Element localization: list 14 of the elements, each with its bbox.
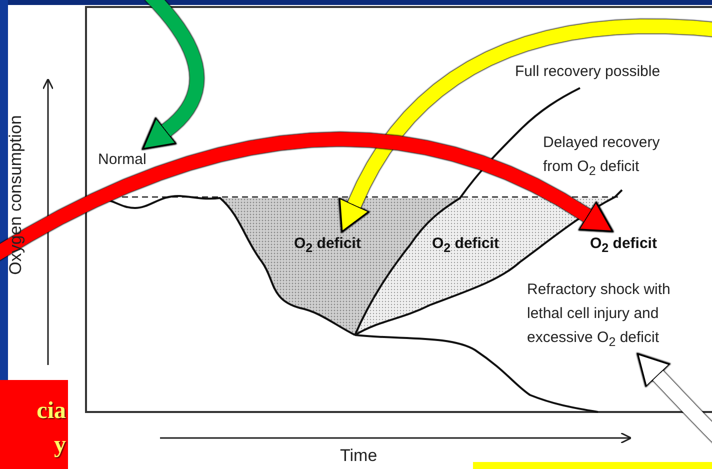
region-label: O$_{2}$ deficit <box>590 234 658 257</box>
title-fragment: cia <box>36 398 66 425</box>
region-label: O$_{2}$ deficit <box>432 234 500 257</box>
block-arrow <box>0 132 614 261</box>
block-arrow <box>142 0 204 150</box>
region-label: O$_{2}$ deficit <box>294 234 362 257</box>
block-arrow <box>338 19 712 232</box>
curve-label: Refractory shock with lethal cell injury and excessive O$_{2}$ deficit <box>527 280 672 351</box>
curve-label: Delayed recovery from O$_{2}$ deficit <box>543 133 661 180</box>
curve-label: Full recovery possible <box>515 62 662 82</box>
axis-title: Time <box>340 446 378 466</box>
curve-label: Normal <box>98 150 148 170</box>
title-fragment: y <box>53 432 66 459</box>
axis-title: Oxygen consumption <box>5 114 26 277</box>
